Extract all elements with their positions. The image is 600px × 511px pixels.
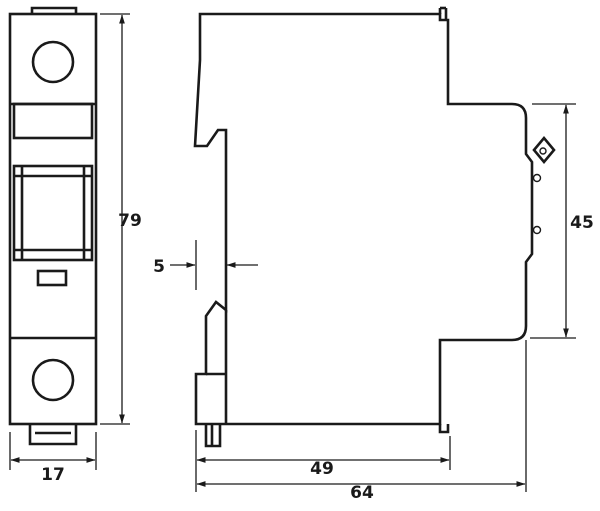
total-depth-dimension-label: 64 [350, 483, 374, 503]
side-bottom-clip-right [438, 424, 450, 434]
status-indicator-window [36, 269, 68, 287]
front-top-clip [30, 6, 78, 14]
bottom-terminal-screw [31, 358, 75, 402]
side-body-outline [193, 12, 534, 426]
width-dimension-label: 17 [41, 465, 65, 485]
front-view: 17 79 [8, 6, 142, 485]
side-view: 5 45 49 64 [153, 6, 594, 503]
front-label-area [12, 102, 94, 140]
height-dimension-label: 79 [118, 211, 142, 231]
front-marker-upper [532, 173, 542, 183]
front-height-dimension-label: 45 [570, 213, 594, 233]
front-toggle-window [12, 164, 94, 262]
front-body-outline [8, 12, 98, 426]
front-marker-lower [532, 225, 542, 235]
toggle-pivot [539, 147, 547, 155]
offset-dimension-label: 5 [153, 257, 165, 277]
top-terminal-screw [31, 40, 75, 84]
front-bottom-clip [28, 424, 78, 446]
base-depth-dimension-label: 49 [310, 459, 334, 479]
toggle-lever [532, 135, 556, 165]
